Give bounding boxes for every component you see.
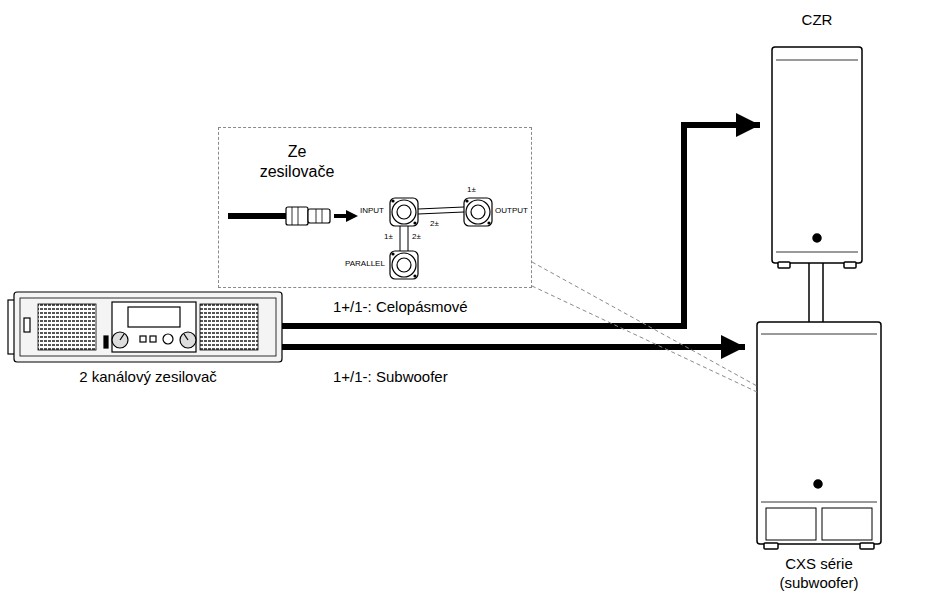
node-label: 2 kanálový zesilovač bbox=[48, 368, 248, 387]
czr-speaker-drawing bbox=[772, 47, 862, 324]
pin-name: 2± bbox=[430, 220, 439, 228]
port-name: INPUT bbox=[360, 207, 384, 215]
leader-line bbox=[532, 262, 757, 386]
node-label: CZR bbox=[742, 11, 892, 30]
pin-name: 1± bbox=[384, 233, 393, 241]
amplifier-drawing bbox=[8, 292, 282, 362]
connector-panel-drawing bbox=[228, 198, 492, 279]
signal-arrow bbox=[282, 344, 745, 350]
node-label: Ze zesilovače bbox=[251, 142, 343, 182]
pin-name: 1± bbox=[467, 186, 476, 194]
signal-arrow bbox=[282, 125, 760, 326]
speaker-box: CZR bbox=[772, 47, 862, 263]
cxs-subwoofer-drawing bbox=[757, 322, 881, 549]
edge-label: 1+/1-: Subwoofer bbox=[333, 368, 448, 387]
port-name: OUTPUT bbox=[495, 207, 528, 215]
pin-name: 2± bbox=[412, 233, 421, 241]
edge-label: 1+/1-: Celopásmové bbox=[333, 298, 468, 317]
amplifier-box: 2 kanálový zesilovač bbox=[14, 292, 282, 362]
leader-line bbox=[532, 286, 757, 392]
node-label: CXS série (subwoofer) bbox=[769, 555, 869, 593]
subwoofer-box: CXS série (subwoofer) bbox=[757, 322, 881, 544]
port-name: PARALLEL bbox=[345, 260, 385, 268]
